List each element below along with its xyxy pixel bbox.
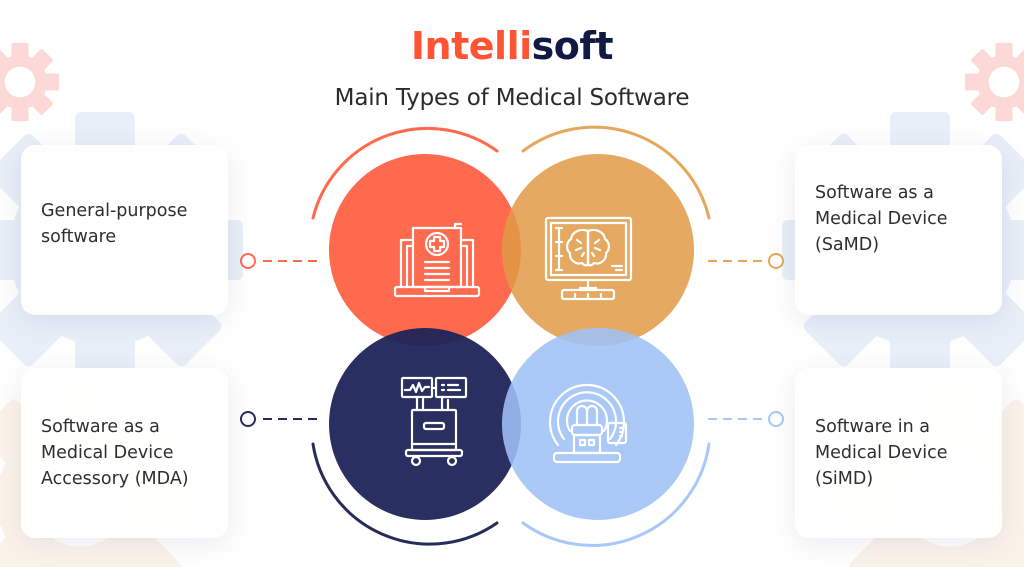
card-samd: Software as a Medical Device (SaMD) (795, 145, 1002, 315)
page-title: Main Types of Medical Software (334, 85, 690, 111)
circle-general-purpose (329, 154, 521, 346)
brain-scan-monitor-icon (544, 216, 633, 301)
patient-monitor-cart-icon (400, 376, 468, 467)
card-label: General-purpose software (41, 201, 188, 247)
mri-scanner-icon (548, 384, 628, 464)
card-label: Software as a Medical Device (SaMD) (815, 183, 948, 255)
arc-bottom-left (311, 442, 499, 546)
arc-top-right (521, 125, 711, 220)
logo-text-secondary: soft (531, 24, 614, 68)
connector-bottom-left (240, 411, 320, 427)
connector-bottom-right (708, 411, 784, 427)
card-general-purpose-software: General-purpose software (21, 145, 228, 315)
connector-top-right (708, 253, 784, 269)
connector-top-left (240, 253, 320, 269)
arc-top-left (311, 126, 499, 220)
logo-text-primary: Intelli (410, 24, 532, 68)
card-label: Software in a Medical Device (SiMD) (815, 417, 948, 489)
arc-bottom-right (521, 442, 711, 547)
card-simd: Software in a Medical Device (SiMD) (795, 368, 1002, 538)
card-label: Software as a Medical Device Accessory (… (41, 417, 189, 489)
brand-logo: Intellisoft (0, 24, 1024, 68)
laptop-medical-record-icon (393, 222, 481, 298)
card-mda: Software as a Medical Device Accessory (… (21, 368, 228, 538)
